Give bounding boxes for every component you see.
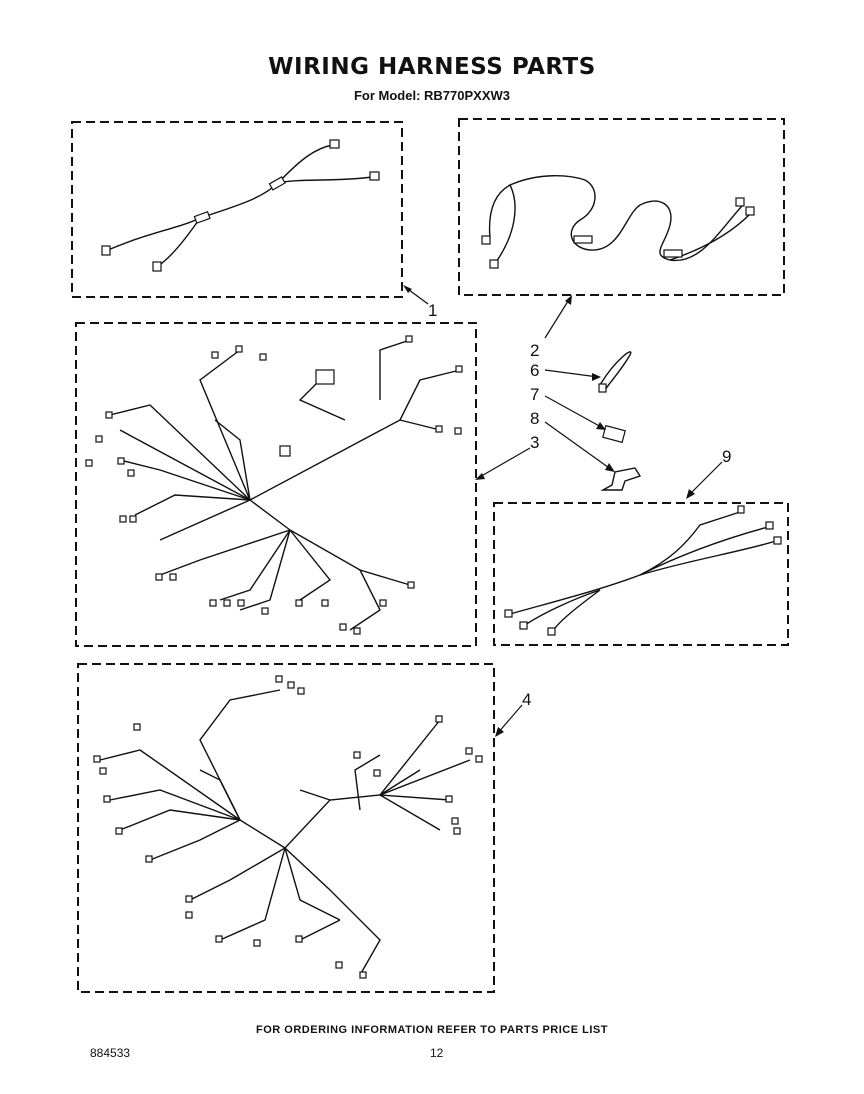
- part-3-connectors: [85, 335, 463, 635]
- ordering-note: FOR ORDERING INFORMATION REFER TO PARTS …: [256, 1024, 608, 1036]
- callout-1: 1: [428, 301, 437, 320]
- part-6-wire-loop: [598, 351, 632, 393]
- part-7-connector: [602, 424, 626, 444]
- callout-9: 9: [722, 447, 731, 466]
- page-title: WIRING HARNESS PARTS: [268, 54, 596, 80]
- document-number: 884533: [90, 1046, 131, 1060]
- part-3-harness: [75, 322, 477, 647]
- model-subtitle: For Model: RB770PXXW3: [353, 88, 511, 103]
- callout-8: 8: [530, 409, 539, 428]
- page-number: 12: [430, 1046, 444, 1060]
- part-1-harness: [71, 121, 403, 298]
- callout-leaders: [403, 285, 723, 737]
- part-4-connectors: [93, 675, 483, 979]
- part-8-clip: [600, 467, 642, 491]
- callout-2: 2: [530, 341, 539, 360]
- part-2-harness: [458, 118, 785, 296]
- callout-4: 4: [522, 690, 531, 709]
- callout-7: 7: [530, 385, 539, 404]
- callout-3: 3: [530, 433, 539, 452]
- part-4-harness: [77, 663, 495, 993]
- part-9-harness: [493, 502, 789, 646]
- callout-6: 6: [530, 361, 539, 380]
